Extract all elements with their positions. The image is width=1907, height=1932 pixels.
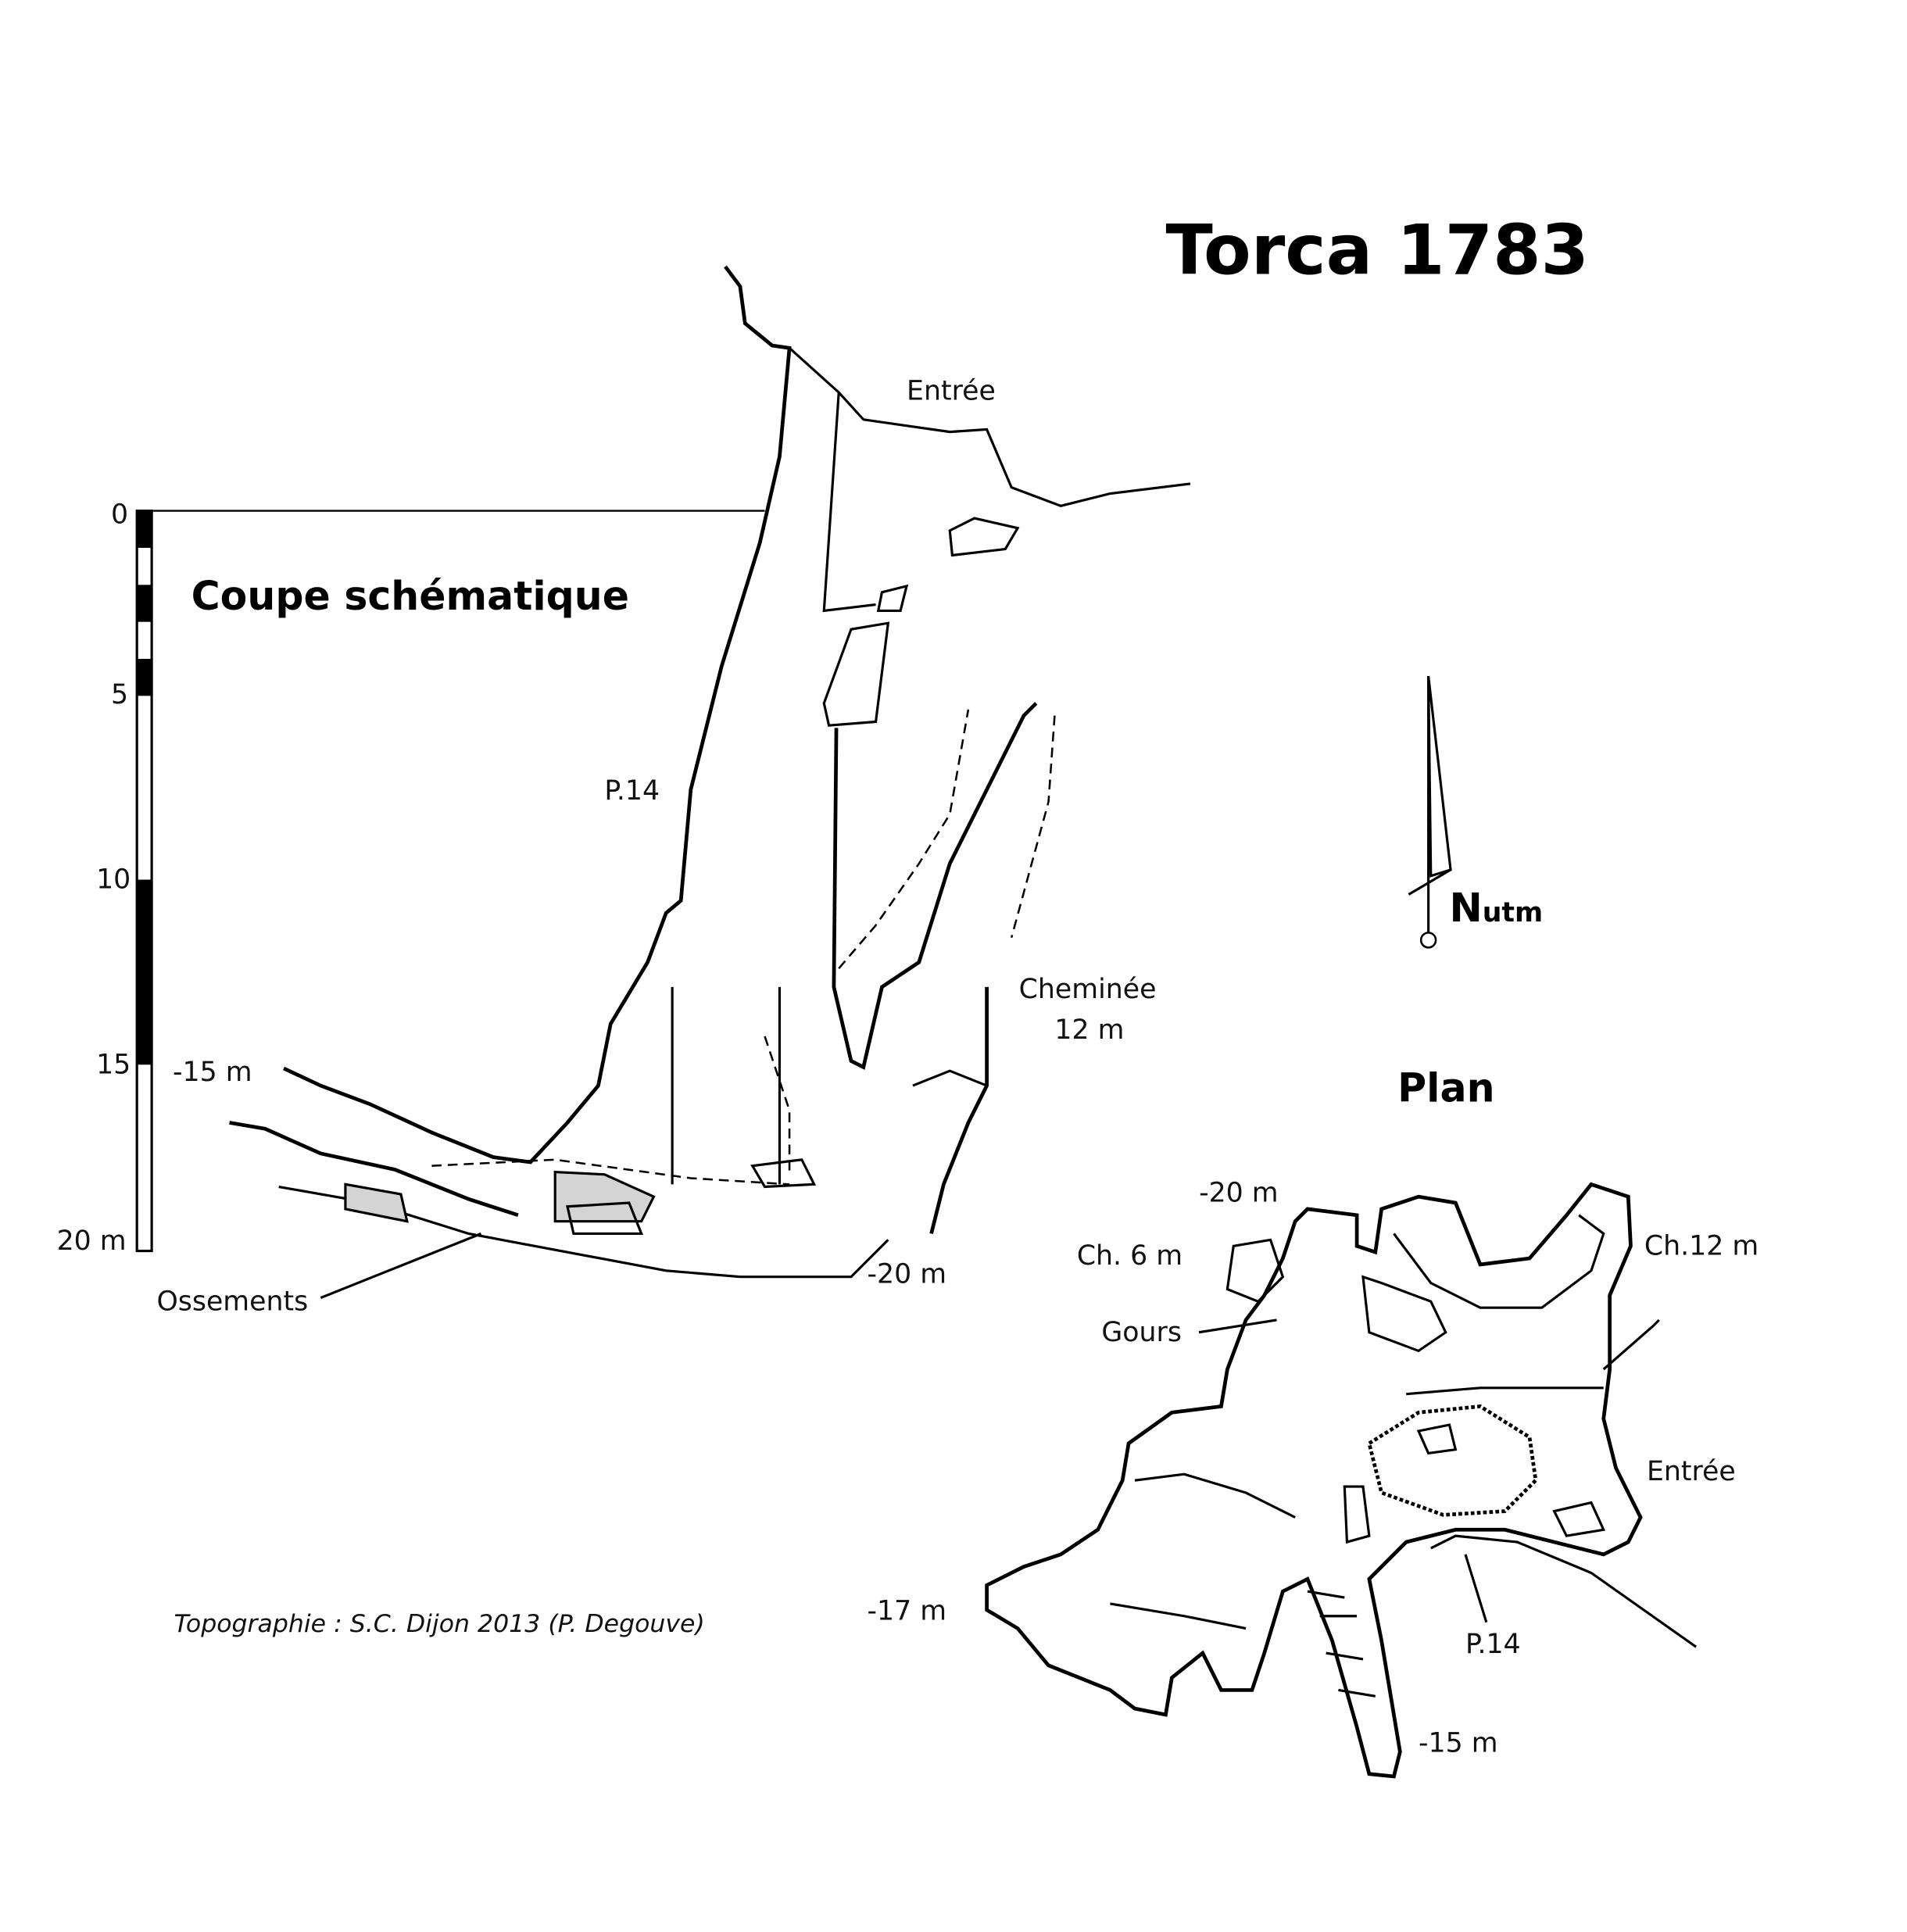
plan-label-depth-20: -20 m xyxy=(1199,1177,1279,1208)
section-label-depth-15: -15 m xyxy=(173,1057,252,1088)
depth-scale-bar: 0 5 10 15 20 m xyxy=(57,499,765,1257)
plan-label-gours: Gours xyxy=(1101,1317,1182,1348)
section-profile: Entrée P.14 Cheminée 12 m -15 m -20 m Os… xyxy=(156,265,1191,1317)
title: Torca 1783 xyxy=(1165,210,1589,291)
section-label-chimney: Cheminée xyxy=(1019,974,1157,1005)
north-arrow-icon: Nutm xyxy=(1408,675,1543,949)
scale-tick-10: 10 xyxy=(96,864,131,896)
plan-label-ch6: Ch. 6 m xyxy=(1077,1240,1182,1272)
plan-view: -20 m Ch. 6 m Gours Ch.12 m Entrée -17 m… xyxy=(868,1177,1759,1779)
plan-label-depth-17: -17 m xyxy=(868,1595,947,1626)
plan-label-pit: P.14 xyxy=(1465,1629,1521,1660)
section-label-pit: P.14 xyxy=(604,775,660,807)
north-letter: N xyxy=(1449,885,1482,931)
scale-tick-0: 0 xyxy=(111,499,128,530)
section-heading: Coupe schématique xyxy=(191,573,629,619)
plan-label-depth-15: -15 m xyxy=(1419,1727,1498,1758)
section-label-chimney-height: 12 m xyxy=(1054,1014,1124,1046)
credit: Topographie : S.C. Dijon 2013 (P. Degouv… xyxy=(174,1610,705,1638)
plan-label-ch12: Ch.12 m xyxy=(1644,1230,1759,1261)
section-label-bones: Ossements xyxy=(156,1286,308,1317)
scale-tick-20: 20 m xyxy=(57,1225,127,1257)
scale-tick-15: 15 xyxy=(96,1049,131,1080)
svg-text:Nutm: Nutm xyxy=(1449,885,1543,931)
plan-label-entree: Entrée xyxy=(1647,1456,1736,1487)
north-sub: utm xyxy=(1483,897,1544,928)
scale-tick-5: 5 xyxy=(111,679,128,710)
section-label-entree: Entrée xyxy=(907,376,996,407)
plan-heading: Plan xyxy=(1397,1065,1494,1111)
section-label-depth-20: -20 m xyxy=(868,1259,947,1290)
